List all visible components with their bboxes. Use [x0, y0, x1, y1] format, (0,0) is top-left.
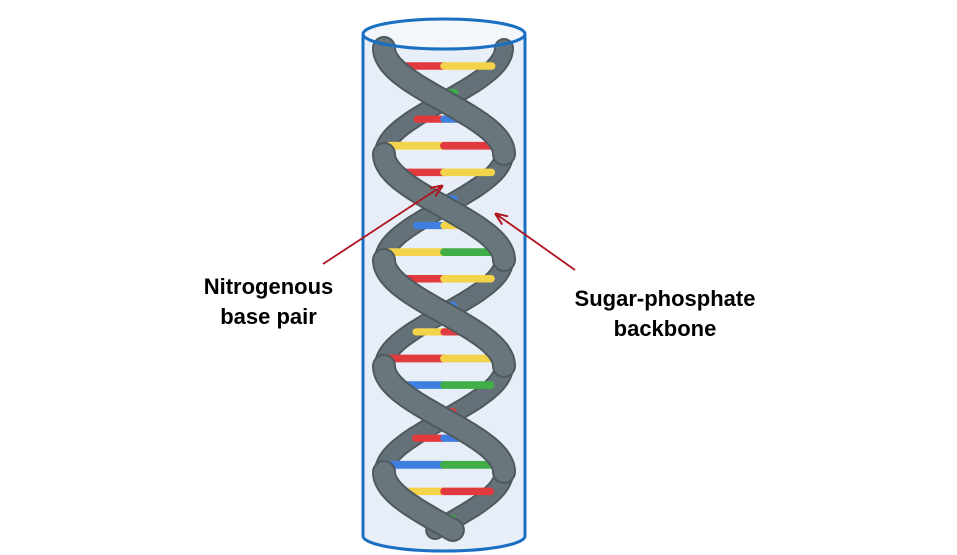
strand-b-seg-1 [374, 144, 514, 270]
cylinder-front [361, 17, 527, 553]
base-pair-label-line2: base pair [220, 304, 317, 329]
backbone-label: Sugar-phosphate backbone [540, 284, 790, 344]
base-pair-label-line1: Nitrogenous [203, 274, 334, 299]
base-pair-pointer-arrow [322, 186, 442, 265]
base-pair-label: Nitrogenous base pair [176, 272, 361, 332]
cylinder-bottom-rim [361, 535, 527, 553]
strand-a-seg-0 [374, 38, 514, 164]
strand-b-seg-3 [374, 356, 514, 482]
backbone-label-line1: Sugar-phosphate [574, 286, 756, 311]
strand-a-seg-2 [374, 250, 514, 376]
cylinder-top-fill [363, 19, 525, 49]
backbone-label-line2: backbone [613, 316, 717, 341]
strand-front-layer [372, 36, 516, 542]
pointer-arrows [322, 186, 576, 271]
strand-a-seg-4 [374, 462, 463, 540]
backbone-pointer-arrow [496, 214, 576, 271]
